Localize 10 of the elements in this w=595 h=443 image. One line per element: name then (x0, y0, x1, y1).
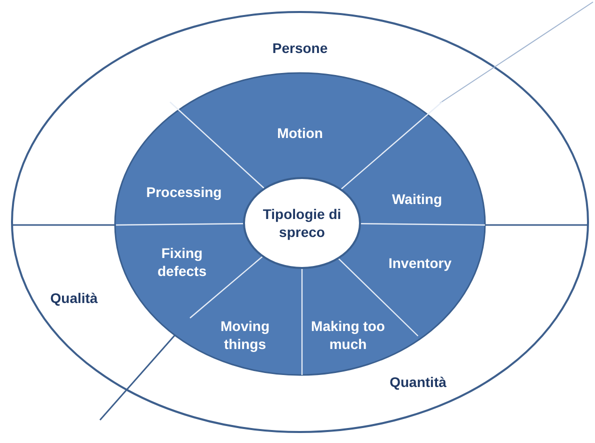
region-label: Quantità (390, 373, 446, 391)
region-label: Qualità (50, 289, 98, 307)
sector-label: Moving things (210, 317, 280, 353)
sector-label: Fixing defects (147, 244, 217, 280)
sector-label: Inventory (375, 254, 465, 272)
region-label: Persone (272, 39, 328, 57)
sector-label: Motion (260, 124, 340, 142)
sector-label: Waiting (382, 190, 452, 208)
sector-label: Processing (139, 183, 229, 201)
sector-label: Making too much (300, 317, 396, 353)
